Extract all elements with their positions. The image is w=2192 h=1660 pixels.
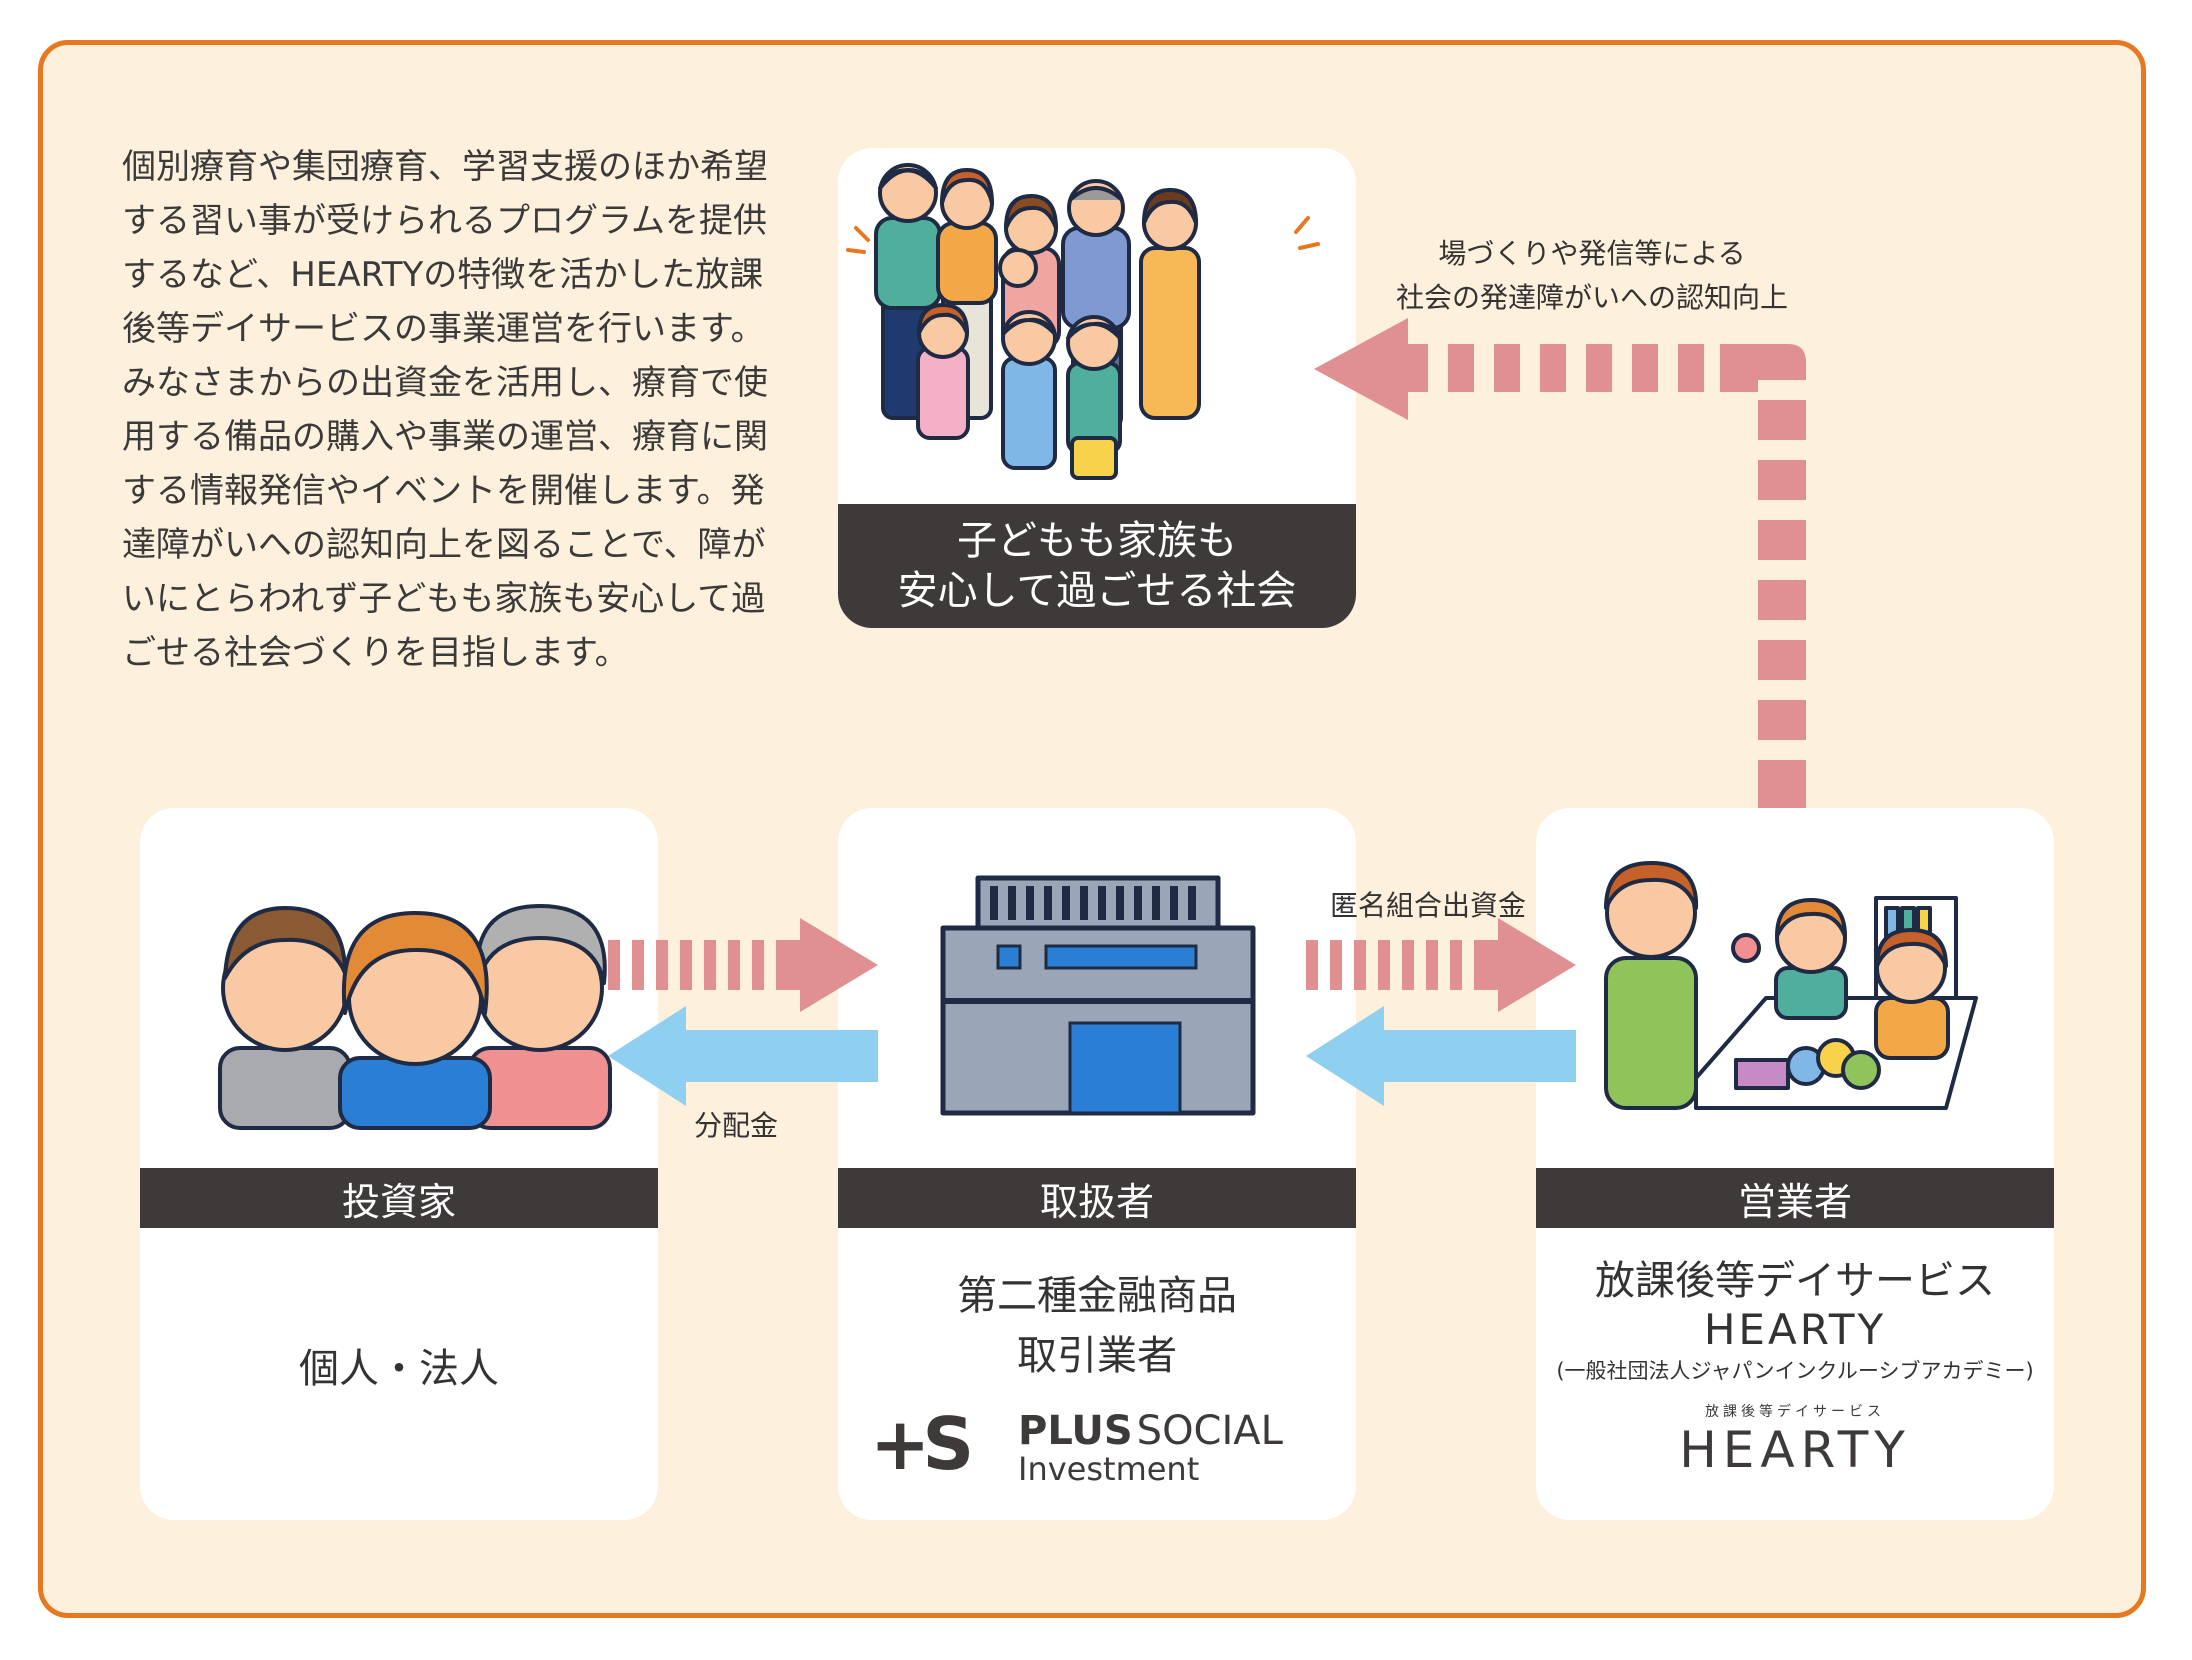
plus-social-logo-bold: PLUS: [1018, 1408, 1133, 1454]
distribution-caption: 分配金: [694, 1109, 779, 1142]
awareness-caption-line1: 場づくりや発信等による: [1438, 237, 1746, 270]
hearty-logo-small: 放課後等デイサービス: [1705, 1404, 1885, 1420]
operator-description: 放課後等デイサービス HEARTY (一般社団法人ジャパンインクルーシブアカデミ…: [1536, 1256, 2054, 1388]
investors-illustration: [218, 904, 612, 1130]
building-illustration: [940, 875, 1256, 1116]
handler-description-line2: 取引業者: [1017, 1333, 1177, 1379]
investor-description: 個人・法人: [299, 1346, 499, 1392]
operator-card: 営業者 放課後等デイサービス HEARTY (一般社団法人ジャパンインクルーシブ…: [1536, 808, 2054, 1520]
intro-paragraph-1: 個別療育や集団療育、学習支援のほか希望する習い事が受けられるプログラムを提供する…: [122, 147, 768, 349]
society-card: 子どもも家族も 安心して過ごせる社会: [838, 148, 1356, 628]
operator-illustration: [1604, 861, 1978, 1110]
investment-caption: 匿名組合出資金: [1330, 889, 1527, 922]
operator-description-line3: (一般社団法人ジャパンインクルーシブアカデミー): [1556, 1359, 2034, 1383]
hearty-logo-main: HEARTY: [1679, 1421, 1911, 1479]
family-illustration: [846, 163, 1320, 480]
intro-text: 個別療育や集団療育、学習支援のほか希望する習い事が受けられるプログラムを提供する…: [122, 140, 772, 680]
hearty-logo: 放課後等デイサービス HEARTY: [1536, 1402, 2054, 1478]
society-label: 子どもも家族も 安心して過ごせる社会: [838, 504, 1356, 628]
operator-label: 営業者: [1536, 1168, 2054, 1228]
plus-social-logo-sub: Investment: [1018, 1450, 1200, 1488]
investor-label: 投資家: [140, 1168, 658, 1228]
society-label-line1: 子どもも家族も: [957, 518, 1237, 564]
handler-label: 取扱者: [838, 1168, 1356, 1228]
operator-description-line1: 放課後等デイサービス: [1595, 1258, 1995, 1304]
plus-social-logo-mark: +S: [870, 1402, 974, 1486]
investor-card: 投資家 個人・法人: [140, 808, 658, 1520]
intro-paragraph-2: みなさまからの出資金を活用し、療育で使用する備品の購入や事業の運営、療育に関する…: [122, 363, 768, 673]
society-label-line2: 安心して過ごせる社会: [897, 568, 1297, 614]
handler-description-line1: 第二種金融商品: [957, 1273, 1237, 1319]
awareness-caption-line2: 社会の発達障がいへの認知向上: [1395, 281, 1788, 314]
awareness-caption: 場づくりや発信等による 社会の発達障がいへの認知向上: [1368, 232, 1816, 320]
plus-social-logo-light: SOCIAL: [1136, 1408, 1283, 1454]
operator-description-line2: HEARTY: [1703, 1305, 1887, 1354]
handler-description: 第二種金融商品 取引業者: [838, 1266, 1356, 1386]
